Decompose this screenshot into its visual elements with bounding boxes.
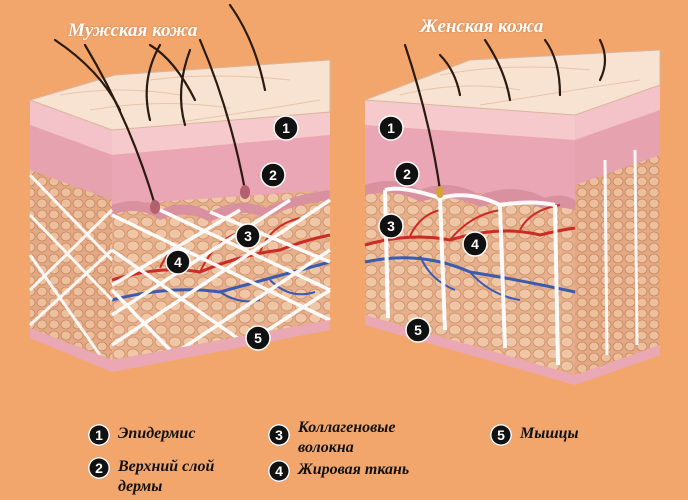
legend-badge: 5 [490, 424, 512, 446]
svg-text:1: 1 [387, 120, 395, 136]
marker-female-1: 1 [378, 115, 404, 141]
male-skin-block [28, 3, 331, 372]
legend-item-collagen: 3 Коллагеновые волокна [268, 419, 396, 458]
svg-text:5: 5 [414, 322, 422, 338]
legend-label: Верхний слой дермы [118, 458, 215, 495]
svg-text:2: 2 [269, 167, 277, 183]
marker-female-5: 5 [405, 317, 431, 343]
marker-female-2: 2 [394, 161, 420, 187]
marker-male-5: 5 [245, 325, 271, 351]
marker-female-4: 4 [462, 231, 488, 257]
female-dermis [365, 125, 575, 200]
legend-badge: 3 [268, 424, 290, 446]
legend-label: Мышцы [520, 425, 579, 442]
legend-badge: 2 [88, 457, 110, 479]
marker-female-3: 3 [378, 213, 404, 239]
svg-text:3: 3 [387, 218, 395, 234]
legend-item-fat: 4 Жировая ткань [268, 460, 409, 482]
legend-label: Эпидермис [118, 425, 196, 442]
legend-item-muscles: 5 Мышцы [490, 424, 579, 446]
female-top-surface [364, 49, 661, 116]
male-skin-title: Мужская кожа [68, 20, 198, 41]
female-skin-title: Женская кожа [420, 16, 544, 37]
svg-text:4: 4 [471, 236, 479, 252]
svg-text:3: 3 [244, 228, 252, 244]
female-epidermis [365, 100, 575, 140]
legend-badge: 1 [88, 424, 110, 446]
marker-male-2: 2 [260, 162, 286, 188]
svg-text:2: 2 [403, 166, 411, 182]
legend-label: Жировая ткань [298, 461, 410, 478]
legend-item-epidermis: 1 Эпидермис [88, 424, 195, 446]
svg-text:1: 1 [282, 120, 290, 136]
marker-male-3: 3 [235, 223, 261, 249]
legend-label: Коллагеновые волокна [298, 419, 396, 456]
svg-text:5: 5 [254, 330, 262, 346]
marker-male-4: 4 [165, 249, 191, 275]
legend-badge: 4 [268, 460, 290, 482]
marker-male-1: 1 [273, 115, 299, 141]
svg-text:4: 4 [174, 254, 182, 270]
legend-item-upper-dermis: 2 Верхний слой дермы [88, 457, 214, 497]
